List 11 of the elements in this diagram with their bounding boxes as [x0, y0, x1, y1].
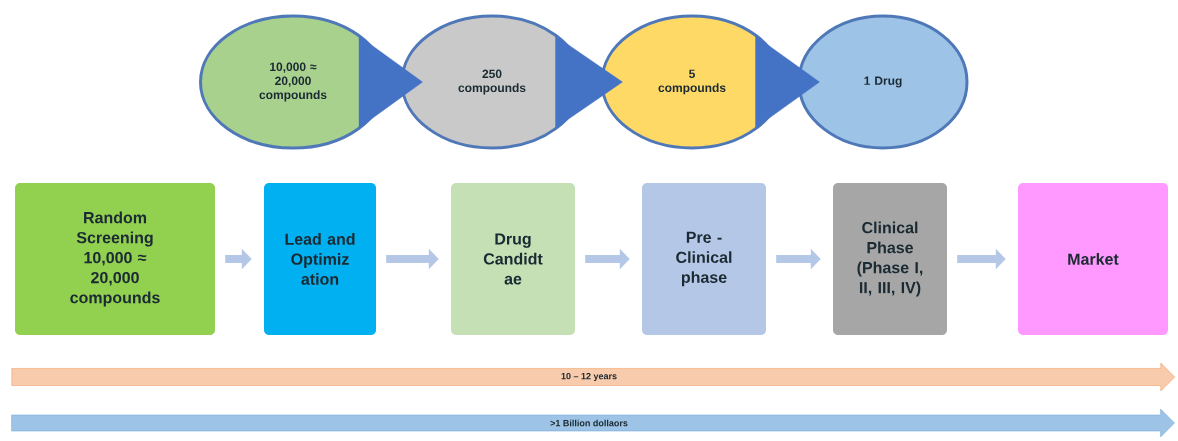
arrow-triangle: [755, 35, 820, 129]
arrow-triangle: [555, 35, 623, 129]
arrow-triangle: [358, 35, 423, 129]
process-box: Random Screening 10,000 ≈ 20,000 compounds: [15, 183, 215, 335]
span-band: 10 – 12 years: [11, 362, 1175, 392]
span-band: >1 Billion dollaors: [11, 408, 1175, 438]
process-box: Market: [1018, 183, 1168, 335]
process-box: Clinical Phase (Phase I, II, III, IV): [833, 183, 947, 335]
process-box: Drug Candidt ae: [451, 183, 575, 335]
process-box: Pre - Clinical phase: [642, 183, 766, 335]
process-box: Lead and Optimiz ation: [264, 183, 376, 335]
